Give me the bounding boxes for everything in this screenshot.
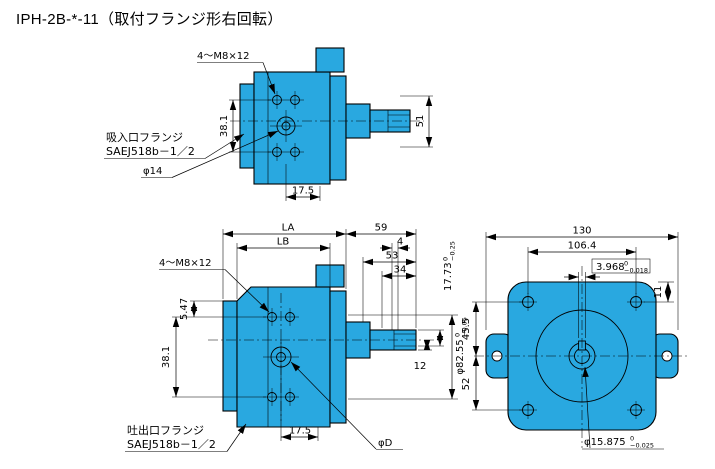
side-dim-12-label: 12: [414, 361, 427, 372]
front-view-dimensions: 130 106.4 3.968 0 −0.018 11 45.: [461, 226, 679, 450]
side-dia-82-55-tol-upper: 0: [454, 333, 462, 337]
side-bolt-note-label: 4～M8×12: [159, 258, 211, 269]
side-bolt-holes: [263, 308, 299, 406]
front-shaft-dia-label: φ15.875: [584, 437, 626, 448]
side-mounting-flange: [222, 300, 238, 412]
side-dim-17-73-tol-upper: 0: [442, 257, 450, 261]
front-corner-bolt-holes: [519, 293, 645, 419]
front-dim-11-label: 11: [653, 286, 664, 299]
front-view: 130 106.4 3.968 0 −0.018 11 45.: [461, 226, 690, 450]
front-dim-45-5-label: 45.5: [461, 318, 472, 340]
top-bolt-holes: [268, 91, 304, 161]
front-shaft-dia-tol-upper: 0: [630, 435, 634, 443]
front-dim-130-label: 130: [572, 226, 591, 237]
front-key-width-tol-upper: 0: [624, 260, 628, 268]
top-rear-cover: [329, 75, 347, 181]
side-discharge-flange-label-line2: SAEJ518b－1／2: [127, 438, 216, 451]
side-dia-d-label: φD: [378, 438, 393, 449]
top-suction-flange-label-line2: SAEJ518b－1／2: [106, 145, 195, 158]
side-dim-34-label: 34: [394, 265, 407, 276]
top-dim-17-5-label: 17.5: [292, 186, 314, 197]
top-mounting-flange: [239, 83, 255, 169]
side-dim-4-label: 4: [397, 237, 403, 248]
side-dim-lb-label: LB: [277, 237, 290, 248]
front-dim-52-label: 52: [461, 378, 472, 391]
side-dim-17-73-group: 17.73 0 −0.25: [442, 241, 457, 291]
side-dim-5-47-label: 5.47: [179, 298, 190, 320]
side-dia-82-55-group: φ82.55 0 −0.05: [454, 317, 469, 375]
side-dim-38-1-label: 38.1: [161, 346, 172, 368]
top-view-dimensions: 4～M8×12 38.1 吸入口フランジ SAEJ518b－1／2 φ14 17…: [104, 51, 433, 201]
side-dim-17-73-label: 17.73: [443, 262, 454, 291]
side-view: LA 59 LB 4 53 34 17.73 0 −0.25: [125, 223, 469, 452]
side-rear-cover: [329, 290, 347, 424]
side-dim-la-label: LA: [282, 223, 295, 234]
top-dim-38-1-label: 38.1: [219, 115, 230, 137]
side-dim-59-label: 59: [375, 223, 388, 234]
side-dia-82-55-tol-lower: −0.05: [461, 317, 469, 337]
top-view: 4～M8×12 38.1 吸入口フランジ SAEJ518b－1／2 φ14 17…: [104, 47, 433, 201]
side-view-pump-body: [208, 264, 438, 428]
side-view-dimensions: LA 59 LB 4 53 34 17.73 0 −0.25: [125, 223, 469, 452]
side-discharge-flange-label-line1: 吐出口フランジ: [127, 423, 204, 437]
front-key-width-tol-lower: −0.018: [624, 267, 648, 275]
side-dim-17-5-label: 17.5: [289, 426, 311, 437]
top-suction-flange-label-line1: 吸入口フランジ: [106, 131, 183, 144]
front-view-pump-body: [474, 266, 690, 448]
top-center-port: [270, 110, 302, 142]
side-dia-82-55-label: φ82.55: [455, 339, 466, 374]
side-dim-17-73-tol-lower: −0.25: [449, 241, 457, 261]
top-bolt-note-label: 4～M8×12: [197, 51, 249, 62]
front-dim-106-4-label: 106.4: [568, 241, 597, 252]
top-dim-51-label: 51: [415, 115, 426, 128]
top-port-boss: [315, 47, 345, 73]
page-title: IPH-2B-*-11（取付フランジ形右回転）: [16, 11, 283, 28]
front-key-width-label: 3.968: [596, 262, 625, 273]
top-dia-14-label: φ14: [143, 166, 162, 177]
top-view-pump-body: [230, 47, 424, 185]
front-shaft-dia-tol-lower: −0.025: [630, 442, 654, 450]
side-dim-53-label: 53: [386, 251, 399, 262]
